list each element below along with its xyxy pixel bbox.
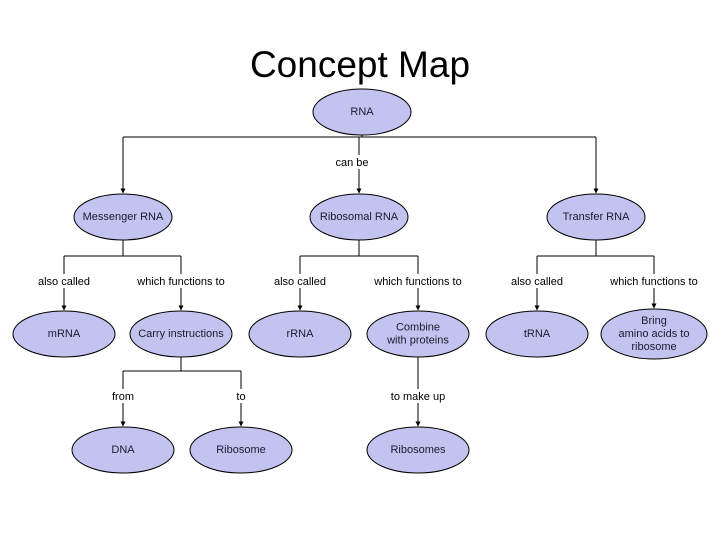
edge-label-backdrop [359, 274, 477, 288]
node-shape [600, 308, 708, 360]
node-label: amino acids to [619, 328, 690, 340]
node-label: RNA [350, 106, 374, 118]
node-label: Ribosome [216, 444, 266, 456]
node-shape [129, 310, 233, 358]
node-label: with proteins [386, 334, 449, 346]
edge-label-backdrop [595, 274, 713, 288]
edge-label-backdrop [384, 389, 452, 403]
node-label: Ribosomal RNA [320, 211, 399, 223]
node-ribosomes[interactable]: Ribosomes [366, 426, 470, 474]
edge-label: which functions to [609, 276, 697, 288]
node-label: Bring [641, 315, 667, 327]
node-transfer-rna[interactable]: Transfer RNA [546, 193, 646, 241]
node-shape [12, 310, 116, 358]
node-shape [189, 426, 293, 474]
edge-label-backdrop [231, 389, 251, 403]
node-shape [312, 88, 412, 136]
node-label: tRNA [524, 328, 551, 340]
node-shape [366, 310, 470, 358]
node-messenger-rna[interactable]: Messenger RNA [73, 193, 173, 241]
node-shape [71, 426, 175, 474]
edge-label: to make up [391, 391, 445, 403]
nodes-layer: RNA Messenger RNA Ribosomal RNA Transfer RN… [12, 88, 708, 474]
edge-label-backdrop [499, 274, 575, 288]
edge-label-backdrop [26, 274, 102, 288]
node-label: mRNA [48, 328, 81, 340]
node-label: Combine [396, 321, 440, 333]
node-shape [309, 193, 409, 241]
node-shape [73, 193, 173, 241]
edge-label-backdrop [107, 389, 139, 403]
edge-label-backdrop [330, 155, 374, 169]
edge-label: also called [511, 276, 563, 288]
node-label: Carry instructions [138, 328, 224, 340]
node-shape [485, 310, 589, 358]
node-shape [248, 310, 352, 358]
edge-label-backdrop [122, 274, 240, 288]
page-title: Concept Map [249, 44, 471, 85]
node-shape [546, 193, 646, 241]
edge-label: which functions to [373, 276, 461, 288]
node-label: Transfer RNA [563, 211, 630, 223]
node-label: rRNA [287, 328, 315, 340]
edge-label: from [112, 391, 134, 403]
node-mrna[interactable]: mRNA [12, 310, 116, 358]
node-trna[interactable]: tRNA [485, 310, 589, 358]
edge-label: which functions to [136, 276, 224, 288]
node-ribosome[interactable]: Ribosome [189, 426, 293, 474]
node-ribosomal-rna[interactable]: Ribosomal RNA [309, 193, 409, 241]
node-label: Messenger RNA [83, 211, 164, 223]
node-label: DNA [111, 444, 135, 456]
node-rna[interactable]: RNA [312, 88, 412, 136]
edge-label: also called [274, 276, 326, 288]
edge-label: to [236, 391, 245, 403]
edge-label-backdrop [262, 274, 338, 288]
node-label: Ribosomes [390, 444, 446, 456]
node-rrna[interactable]: rRNA [248, 310, 352, 358]
edge-label: can be [335, 157, 368, 169]
edge-label: also called [38, 276, 90, 288]
node-carry[interactable]: Carry instructions [129, 310, 233, 358]
node-dna[interactable]: DNA [71, 426, 175, 474]
edge-labels-layer: can be also called which functions to also … [26, 155, 713, 403]
node-shape [366, 426, 470, 474]
node-label: ribosome [631, 341, 676, 353]
